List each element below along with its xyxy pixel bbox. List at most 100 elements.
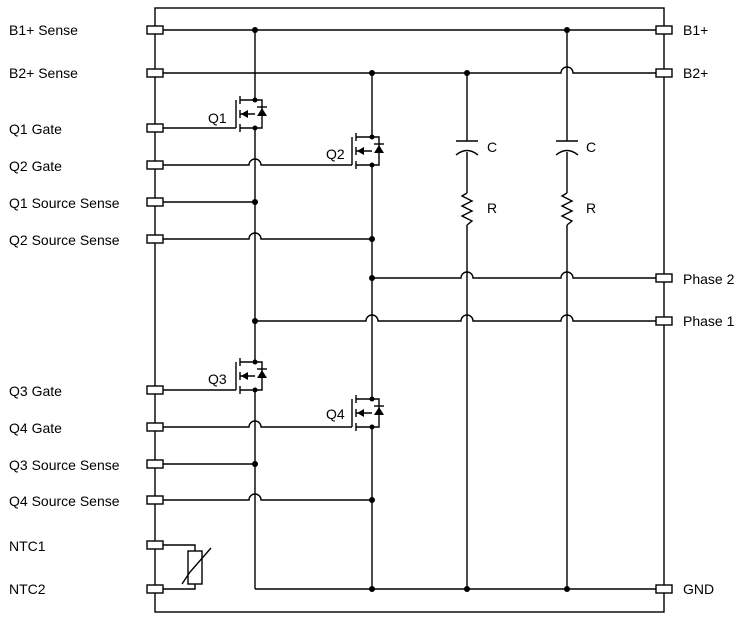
pin-label-q1-gate: Q1 Gate [9, 121, 62, 137]
junction-dot [369, 70, 375, 76]
net-q2-source-sense [163, 232, 372, 240]
junction-dot [252, 125, 258, 131]
junction-dot [369, 396, 375, 402]
junction-dot [369, 586, 375, 592]
junction-dot [564, 27, 570, 33]
junction-dot [369, 236, 375, 242]
mosfet-q1 [235, 96, 267, 144]
pin-label-q4-gate: Q4 Gate [9, 420, 62, 436]
module-outline [154, 7, 665, 613]
pin-label-ntc2: NTC2 [9, 581, 46, 597]
pin-pad-phase2 [655, 273, 673, 283]
junction-dot [464, 586, 470, 592]
pin-label-b1: B1+ [683, 22, 708, 38]
pin-label-ntc1: NTC1 [9, 538, 46, 554]
pin-label-q3-source-sense: Q3 Source Sense [9, 457, 120, 473]
ntc-thermistor [181, 547, 212, 585]
drain-source-leads [240, 358, 256, 406]
pin-pad-q3-gate [146, 385, 164, 395]
pin-label-q3-gate: Q3 Gate [9, 383, 62, 399]
junction-dot [252, 199, 258, 205]
body-arrow-icon [241, 110, 248, 118]
pin-pad-q2-source-sense [146, 234, 164, 244]
body-diode-icon [257, 370, 267, 378]
capacitor-curved-plate [555, 149, 579, 156]
body-diode-icon [374, 145, 384, 153]
capacitor-curved-plate [455, 149, 479, 156]
label-q4: Q4 [326, 406, 345, 422]
mosfet-q2 [351, 133, 384, 181]
junction-dot [369, 275, 375, 281]
mosfet-q4 [351, 395, 384, 443]
junction-dot [252, 359, 258, 365]
body-diode-icon [257, 108, 267, 116]
pin-label-phase1: Phase 1 [683, 313, 735, 329]
drain-source-leads [240, 96, 256, 144]
junction-dot [369, 424, 375, 430]
junction-dot [252, 27, 258, 33]
junction-dots [252, 27, 570, 592]
right-pin-pads [655, 25, 673, 594]
pin-pad-b2-sense [146, 68, 164, 78]
pin-pad-ntc2 [146, 584, 164, 594]
pin-pad-b1 [655, 25, 673, 35]
pin-pad-ntc1 [146, 540, 164, 550]
pin-pad-q1-gate [146, 123, 164, 133]
net-phase2 [372, 271, 656, 279]
mosfet-q3 [235, 358, 267, 406]
pin-pad-phase1 [655, 316, 673, 326]
junction-dot [369, 134, 375, 140]
junction-dot [564, 586, 570, 592]
net-ntc2 [163, 584, 196, 590]
label-r1: R [487, 200, 497, 216]
capacitor-c1 [455, 140, 479, 156]
pin-pad-q1-source-sense [146, 197, 164, 207]
drain-source-leads [356, 395, 373, 443]
junction-dot [252, 461, 258, 467]
pin-pad-b2 [655, 68, 673, 78]
net-phase1 [255, 314, 656, 322]
pin-label-phase2: Phase 2 [683, 271, 735, 287]
thermistor-body [187, 550, 203, 585]
pin-pad-q4-gate [146, 422, 164, 432]
pin-label-q2-gate: Q2 Gate [9, 158, 62, 174]
junction-dot [464, 70, 470, 76]
label-c2: C [586, 139, 596, 155]
pin-label-b1-sense: B1+ Sense [9, 22, 78, 38]
net-q2-gate [163, 158, 352, 166]
net-b2 [163, 66, 656, 74]
drain-source-leads [356, 133, 373, 181]
pin-label-gnd: GND [683, 581, 714, 597]
pin-label-q2-source-sense: Q2 Source Sense [9, 232, 120, 248]
pin-label-b2-sense: B2+ Sense [9, 65, 78, 81]
capacitor-c2 [555, 140, 579, 156]
pin-label-b2: B2+ [683, 65, 708, 81]
junction-dot [369, 162, 375, 168]
label-r2: R [586, 200, 596, 216]
left-pin-pads [146, 25, 164, 594]
resistor-r2 [560, 192, 574, 226]
label-c1: C [487, 139, 497, 155]
pin-pad-b1-sense [146, 25, 164, 35]
junction-dot [369, 497, 375, 503]
junction-dot [252, 387, 258, 393]
pin-pad-q4-source-sense [146, 495, 164, 505]
label-q3: Q3 [208, 371, 227, 387]
body-arrow-icon [357, 409, 364, 417]
label-q2: Q2 [326, 146, 345, 162]
pin-pad-q3-source-sense [146, 459, 164, 469]
body-diode-icon [374, 407, 384, 415]
resistor-r1 [460, 192, 474, 226]
pin-label-q1-source-sense: Q1 Source Sense [9, 195, 120, 211]
body-arrow-icon [241, 372, 248, 380]
junction-dot [252, 318, 258, 324]
thermistor-slash [181, 547, 212, 585]
pin-pad-gnd [655, 584, 673, 594]
label-q1: Q1 [208, 110, 227, 126]
net-ntc1 [163, 544, 196, 551]
body-arrow-icon [357, 147, 364, 155]
net-q4-source-sense [163, 493, 372, 501]
pin-pad-q2-gate [146, 160, 164, 170]
net-q4-gate [163, 420, 352, 428]
